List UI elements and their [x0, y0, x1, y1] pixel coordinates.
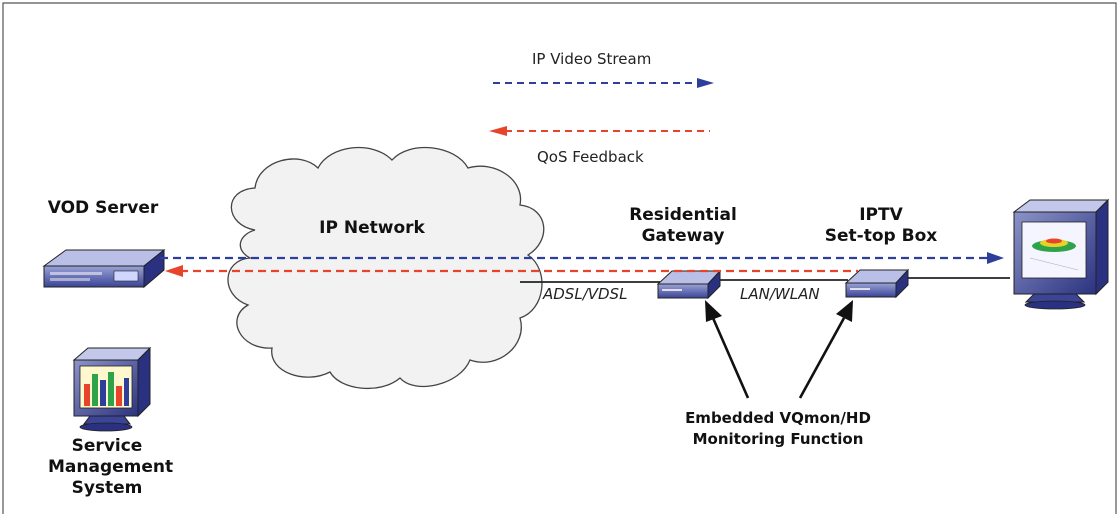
cloud-icon	[227, 146, 545, 390]
gateway-label-line2: Gateway	[641, 226, 725, 246]
access-link-label: ADSL/VDSL	[543, 285, 628, 303]
legend-feedback-line	[489, 126, 710, 136]
legend-stream-label: IP Video Stream	[532, 50, 652, 68]
set-top-box-icon	[844, 268, 910, 299]
sms-label-line2: Management	[48, 457, 174, 477]
vod-server-label: VOD Server	[47, 198, 159, 218]
gateway-device-icon	[656, 269, 722, 300]
callout-arrow-settop	[798, 300, 853, 399]
legend-feedback-label: QoS Feedback	[537, 148, 644, 166]
sms-label-line3: System	[71, 478, 143, 498]
tv-monitor-icon	[1012, 198, 1110, 310]
callout-line1: Embedded VQmon/HD	[685, 409, 871, 427]
set-top-box-label-line1: IPTV	[859, 205, 903, 225]
qos-feedback-arrow	[165, 265, 858, 277]
video-stream-arrow	[160, 252, 1004, 264]
set-top-box-label-line2: Set-top Box	[824, 226, 938, 246]
monitoring-callout-label: Embedded VQmon/HD Monitoring Function	[663, 408, 893, 450]
chart-monitor-icon	[72, 346, 152, 432]
sms-label: Service Management System	[48, 436, 174, 499]
sms-label-line1: Service	[71, 436, 143, 456]
callout-arrow-gateway	[705, 300, 750, 399]
server-icon	[42, 248, 166, 289]
ip-network-label: IP Network	[319, 218, 425, 238]
legend-stream-line	[493, 78, 714, 88]
home-link-label: LAN/WLAN	[740, 285, 820, 303]
gateway-label-line1: Residential	[629, 205, 737, 225]
set-top-box-label: IPTV Set-top Box	[816, 205, 946, 247]
gateway-label: Residential Gateway	[618, 205, 748, 247]
callout-line2: Monitoring Function	[692, 430, 864, 448]
